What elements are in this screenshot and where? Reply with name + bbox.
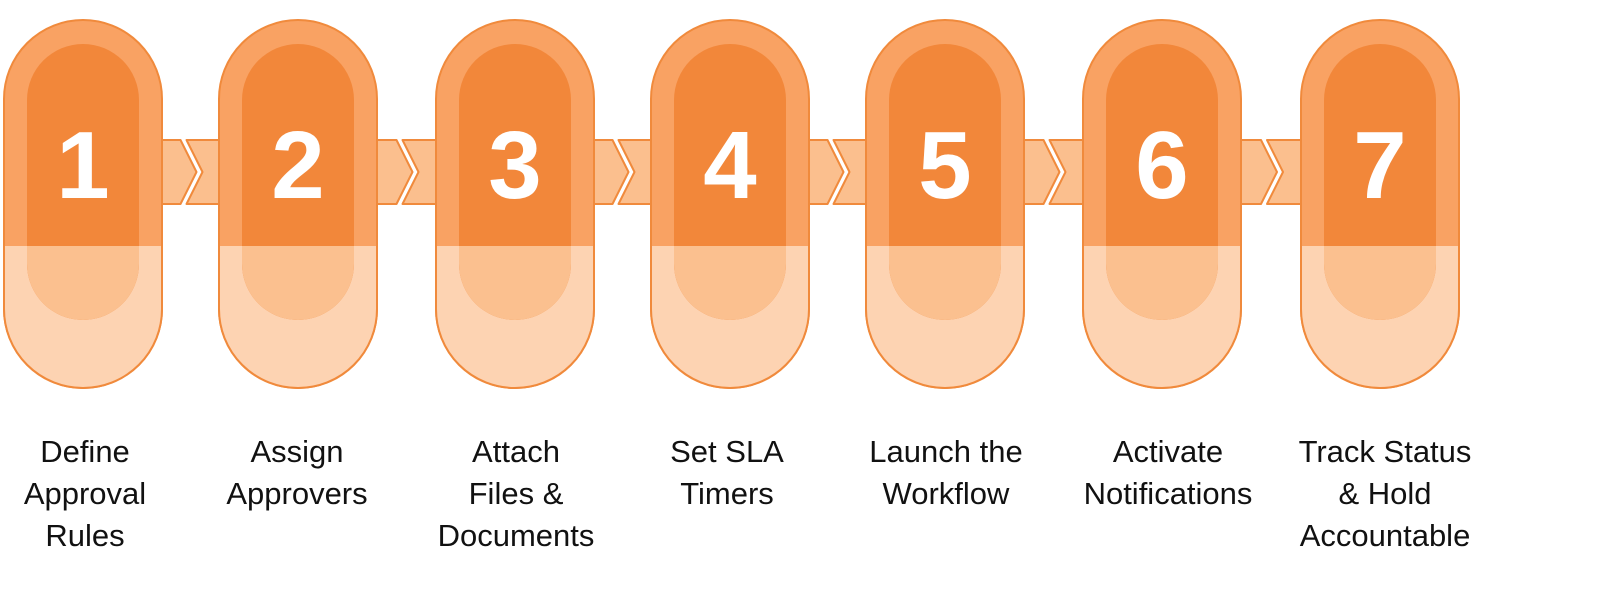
step-6: 6 [1082,19,1242,389]
step-label-line: Launch the [869,434,1022,469]
step-label-line: Assign [250,434,343,469]
step-label-line: Attach [472,434,560,469]
step-label-line: & Hold [1338,476,1431,511]
step-label-line: Rules [45,518,124,553]
step-inner-fade [674,246,786,320]
step-label-line: Timers [680,476,774,511]
step-7: 7 [1300,19,1460,389]
step-label: Set SLA Timers [670,434,784,511]
step-inner-fade [242,246,354,320]
chevron-connector-icon [155,139,226,205]
step-label-line: Activate [1113,434,1223,469]
step-number: 3 [488,112,541,219]
step-inner-fade [1324,246,1436,320]
chevron-connector-icon [370,139,443,205]
step-1: 1 [3,19,163,389]
step-2: 2 [218,19,378,389]
step-label-line: Set SLA [670,434,784,469]
step-number: 1 [56,112,109,219]
step-inner-fade [27,246,139,320]
step-inner-fade [889,246,1001,320]
step-5: 5 [865,19,1025,389]
chevron-connector-icon [587,139,658,205]
step-inner-fade [459,246,571,320]
step-inner-fade [1106,246,1218,320]
step-number: 5 [918,112,971,219]
step-label-line: Track Status [1299,434,1472,469]
step-3: 3 [435,19,595,389]
step-label-line: Define [40,434,130,469]
step-label-line: Documents [438,518,595,553]
step-label-line: Approval [24,476,146,511]
step-number: 4 [703,112,756,219]
step-label-line: Workflow [883,476,1011,511]
step-label-line: Notifications [1084,476,1253,511]
chevron-connector-icon [1234,139,1308,205]
chevron-connector-icon [802,139,873,205]
step-label-line: Approvers [226,476,367,511]
steps-layer: 1 2 3 4 5 6 7 [3,19,1460,389]
step-number: 2 [271,112,324,219]
step-label-line: Files & [469,476,564,511]
step-4: 4 [650,19,810,389]
step-number: 6 [1135,112,1188,219]
step-label-line: Accountable [1300,518,1471,553]
chevron-connector-icon [1017,139,1090,205]
step-number: 7 [1353,112,1406,219]
